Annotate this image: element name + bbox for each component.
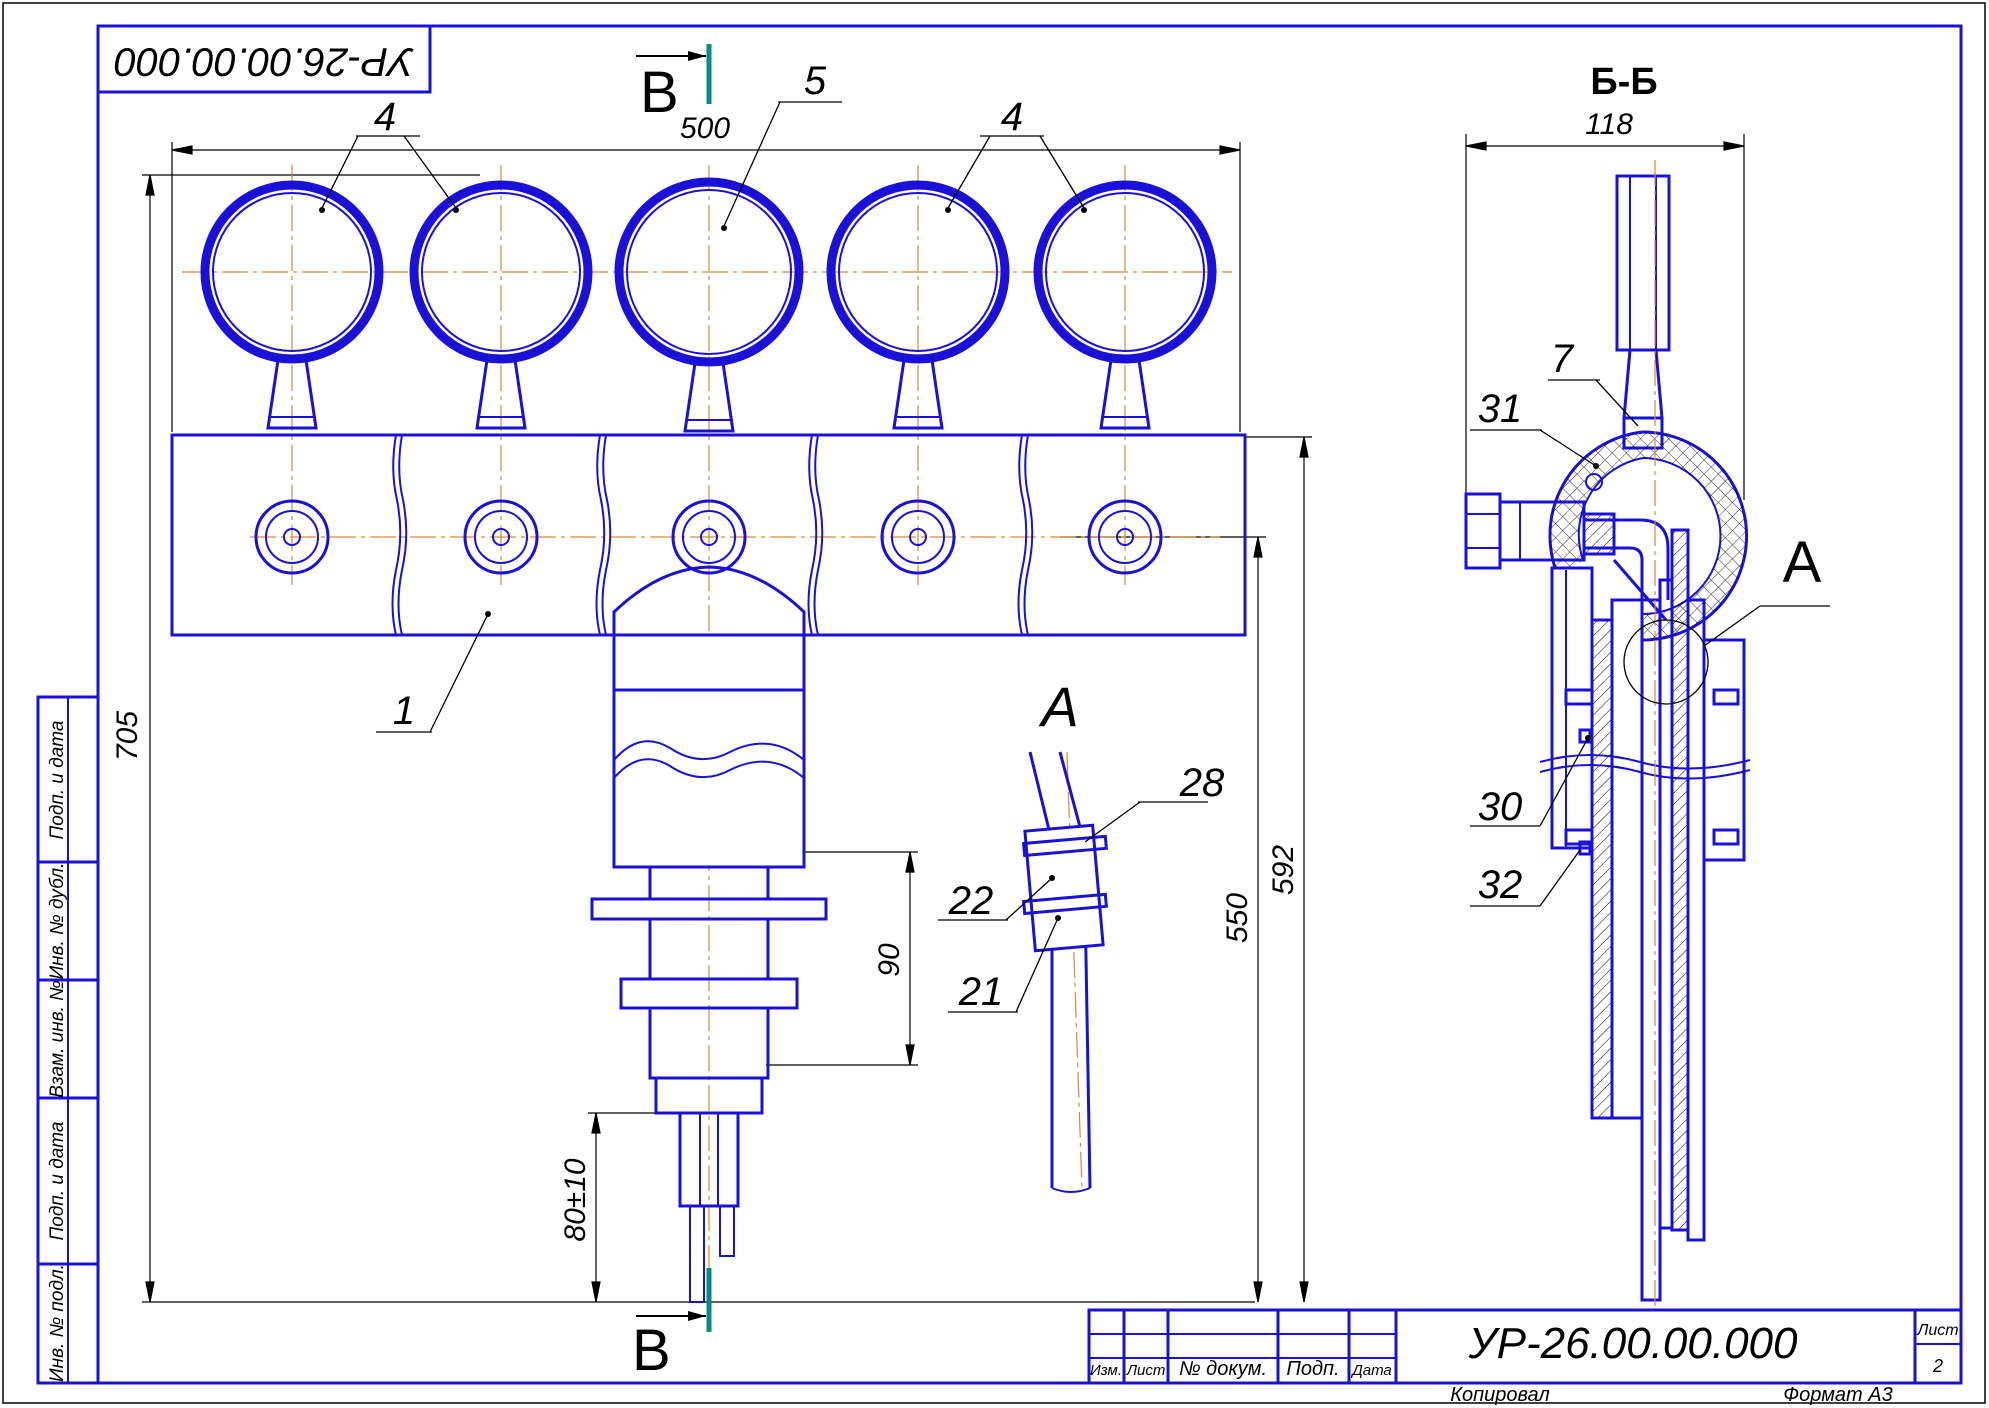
callout-leaders-main [321, 101, 1085, 733]
gauge-1 [200, 180, 384, 430]
callout-7: 7 [1551, 337, 1575, 381]
dim-550: 550 [1221, 893, 1254, 943]
format-label: Формат А3 [1783, 1384, 1892, 1406]
rotated-drawing-code: УР-26.00.00.000 [114, 39, 414, 83]
callout-4-left: 4 [374, 95, 396, 139]
sheet-number: 2 [1932, 1356, 1943, 1376]
stamp-cell-vzam-inv: Взам. инв. № [47, 980, 68, 1098]
callout-5: 5 [804, 59, 827, 103]
tb-header-docnum: № докум. [1179, 1358, 1267, 1380]
callout-4-right: 4 [1001, 95, 1023, 139]
callout-21: 21 [958, 970, 1004, 1014]
dim-118: 118 [1585, 108, 1633, 141]
dim-592: 592 [1267, 845, 1300, 895]
callout-28: 28 [1179, 761, 1225, 805]
section-mark-top-letter: В [640, 60, 679, 125]
callout-31: 31 [1478, 387, 1523, 431]
dim-80: 80±10 [559, 1158, 592, 1242]
gauge-5 [1033, 180, 1217, 430]
detail-a-marker: А [1783, 530, 1822, 595]
tb-header-list: Лист [1126, 1362, 1166, 1379]
callout-32: 32 [1478, 863, 1523, 907]
section-mark-b: В В [632, 44, 712, 1383]
title-block [1087, 1308, 1963, 1385]
stamp-cell-podp-data-1: Подп. и дата [47, 1122, 68, 1241]
tb-header-data: Дата [1350, 1362, 1392, 1379]
tb-header-podp: Подп. [1286, 1358, 1339, 1380]
tb-header-izm: Изм. [1090, 1362, 1122, 1379]
gauge-3 [614, 177, 804, 433]
side-stamp-labels: Инв. № подл. Подп. и дата Взам. инв. № И… [47, 721, 68, 1382]
title-block-text: Изм. Лист № докум. Подп. Дата УР-26.00.0… [1090, 1319, 1959, 1406]
callout-22: 22 [948, 879, 994, 923]
detail-a: А 28 22 21 [938, 675, 1225, 1193]
gauge-4 [826, 180, 1010, 430]
stamp-cell-inv-dubl: Инв. № дубл. [47, 863, 68, 980]
stamp-cell-podp-data-2: Подп. и дата [47, 721, 68, 840]
dimension-texts-main: 500 705 592 550 90 80±10 [111, 112, 1300, 1242]
side-stamp [36, 695, 100, 1385]
drawing-code: УР-26.00.00.000 [1467, 1319, 1798, 1368]
dim-705: 705 [111, 711, 144, 761]
stamp-cell-inv-podl: Инв. № подл. [47, 1264, 68, 1382]
callout-30: 30 [1478, 785, 1523, 829]
section-mark-bottom-letter: В [632, 1318, 671, 1383]
section-view: Б-Б 118 [1464, 61, 1830, 1310]
gauges [200, 177, 1217, 433]
stem-assembly [590, 565, 828, 1303]
copied-label: Копировал [1450, 1384, 1549, 1406]
sheet-label: Лист [1916, 1322, 1958, 1339]
section-view-title: Б-Б [1590, 61, 1657, 103]
callout-dots-main [319, 207, 1087, 617]
callout-1: 1 [393, 689, 415, 733]
rotated-code-box: УР-26.00.00.000 [114, 39, 414, 83]
detail-a-title: А [1038, 675, 1078, 738]
gauge-2 [409, 180, 593, 430]
dim-500: 500 [680, 112, 730, 145]
callout-numbers-main: 4 5 4 1 [374, 59, 1023, 733]
dim-90: 90 [873, 943, 906, 977]
